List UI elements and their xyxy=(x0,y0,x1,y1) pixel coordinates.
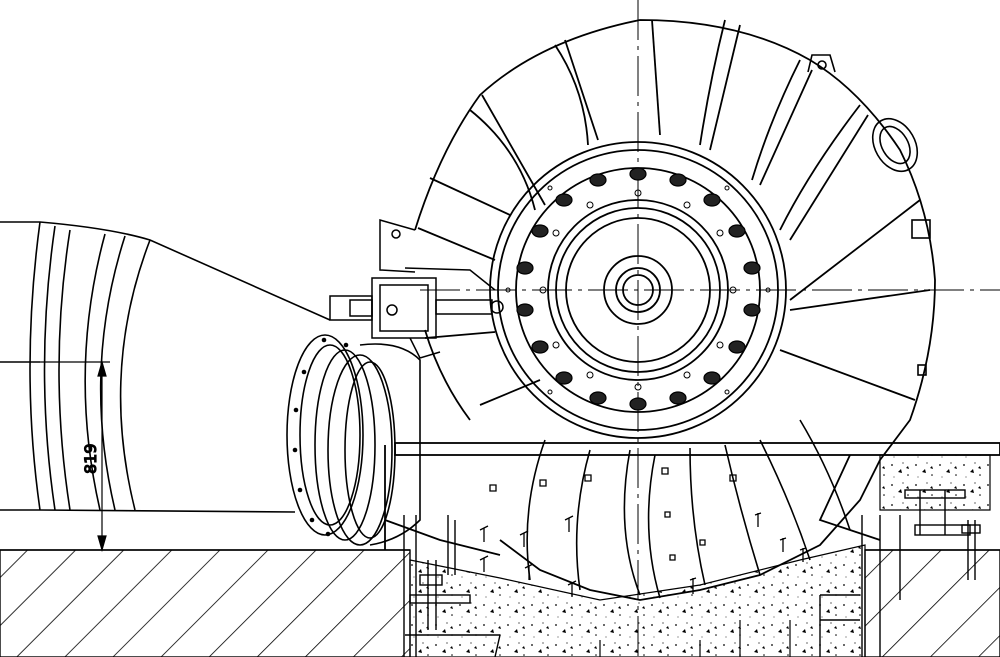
small-bolts xyxy=(505,185,771,395)
side-port xyxy=(871,117,931,376)
anchor-rods-left xyxy=(403,515,501,657)
flange-bolt-ring xyxy=(516,167,761,411)
dimension-819: 819 xyxy=(40,359,110,553)
actuator xyxy=(329,219,504,359)
dimension-label: 819 xyxy=(81,443,100,474)
pit-walls xyxy=(599,620,791,657)
turbine-casing xyxy=(414,19,936,601)
anchor-rods-right xyxy=(819,489,981,657)
concrete-pit xyxy=(409,454,991,657)
inlet-flange xyxy=(286,334,421,546)
flange-bolts xyxy=(292,337,349,537)
pit-bolts xyxy=(479,467,807,597)
runner-buckets xyxy=(526,419,851,599)
cover-beam xyxy=(384,442,1000,556)
main-flange xyxy=(489,141,787,439)
ground-hatch xyxy=(0,549,1000,657)
inlet-cone xyxy=(0,221,331,513)
lifting-lug xyxy=(807,54,836,73)
